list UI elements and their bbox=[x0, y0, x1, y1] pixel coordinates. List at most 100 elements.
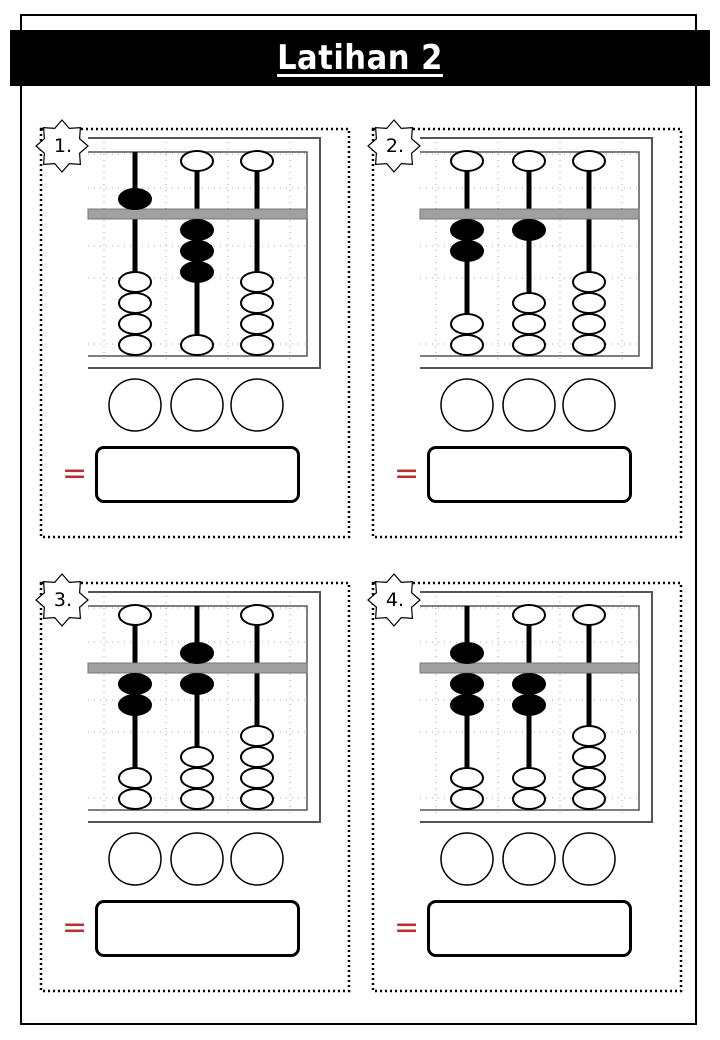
digit-circle bbox=[502, 832, 556, 886]
digit-circle bbox=[562, 378, 616, 432]
lower-bead bbox=[180, 240, 214, 262]
exercise-number: 3. bbox=[53, 589, 73, 611]
abacus-beam bbox=[87, 662, 308, 674]
upper-bead bbox=[180, 642, 214, 664]
answer-box[interactable] bbox=[427, 446, 632, 503]
lower-bead bbox=[450, 240, 484, 262]
star-badge bbox=[367, 119, 421, 173]
upper-bead bbox=[572, 604, 606, 626]
lower-bead bbox=[450, 694, 484, 716]
abacus-beam bbox=[87, 208, 308, 220]
answer-box[interactable] bbox=[427, 900, 632, 957]
lower-bead bbox=[450, 219, 484, 241]
lower-bead bbox=[240, 725, 274, 747]
abacus-figure bbox=[367, 119, 683, 539]
lower-bead bbox=[450, 767, 484, 789]
lower-bead bbox=[572, 334, 606, 356]
lower-bead bbox=[240, 788, 274, 810]
card-border bbox=[371, 581, 683, 993]
card-border bbox=[39, 127, 351, 539]
abacus-frame-outer bbox=[420, 591, 653, 823]
upper-bead bbox=[180, 150, 214, 172]
card-border bbox=[39, 581, 351, 993]
exercise-number: 2. bbox=[385, 135, 405, 157]
lower-bead bbox=[572, 788, 606, 810]
exercise-card-4: 4. = bbox=[367, 573, 683, 993]
upper-bead bbox=[450, 150, 484, 172]
lower-bead bbox=[118, 788, 152, 810]
lower-bead bbox=[118, 694, 152, 716]
upper-bead bbox=[240, 604, 274, 626]
abacus-figure bbox=[367, 573, 683, 993]
digit-circle bbox=[562, 832, 616, 886]
lower-bead bbox=[512, 694, 546, 716]
lower-bead bbox=[572, 746, 606, 768]
lower-bead bbox=[450, 334, 484, 356]
exercise-number: 1. bbox=[53, 135, 73, 157]
lower-bead bbox=[118, 313, 152, 335]
lower-bead bbox=[450, 673, 484, 695]
digit-circle bbox=[440, 378, 494, 432]
lower-bead bbox=[118, 673, 152, 695]
upper-bead bbox=[512, 604, 546, 626]
digit-circle bbox=[230, 378, 284, 432]
abacus-figure bbox=[35, 119, 351, 539]
abacus-figure bbox=[35, 573, 351, 993]
equals-sign: = bbox=[394, 910, 420, 945]
lower-bead bbox=[450, 788, 484, 810]
lower-bead bbox=[512, 788, 546, 810]
lower-bead bbox=[118, 292, 152, 314]
lower-bead bbox=[512, 313, 546, 335]
exercise-number: 4. bbox=[385, 589, 405, 611]
upper-bead bbox=[512, 150, 546, 172]
star-badge bbox=[35, 573, 89, 627]
star-badge bbox=[367, 573, 421, 627]
lower-bead bbox=[512, 219, 546, 241]
answer-box[interactable] bbox=[95, 446, 300, 503]
star-badge bbox=[35, 119, 89, 173]
lower-bead bbox=[180, 788, 214, 810]
lower-bead bbox=[512, 673, 546, 695]
lower-bead bbox=[180, 767, 214, 789]
lower-bead bbox=[512, 334, 546, 356]
title-bar: Latihan 2 bbox=[10, 30, 710, 86]
digit-circle bbox=[440, 832, 494, 886]
upper-bead bbox=[572, 150, 606, 172]
answer-box[interactable] bbox=[95, 900, 300, 957]
equals-sign: = bbox=[62, 456, 88, 491]
equals-sign: = bbox=[62, 910, 88, 945]
lower-bead bbox=[572, 767, 606, 789]
exercise-card-3: 3. = bbox=[35, 573, 351, 993]
lower-bead bbox=[180, 746, 214, 768]
upper-bead bbox=[450, 642, 484, 664]
lower-bead bbox=[572, 271, 606, 293]
lower-bead bbox=[450, 313, 484, 335]
lower-bead bbox=[240, 271, 274, 293]
lower-bead bbox=[240, 313, 274, 335]
card-border bbox=[371, 127, 683, 539]
lower-bead bbox=[180, 673, 214, 695]
exercise-card-2: 2. = bbox=[367, 119, 683, 539]
lower-bead bbox=[512, 292, 546, 314]
lower-bead bbox=[512, 767, 546, 789]
abacus-frame-outer bbox=[420, 137, 653, 369]
lower-bead bbox=[180, 334, 214, 356]
lower-bead bbox=[572, 313, 606, 335]
lower-bead bbox=[118, 271, 152, 293]
abacus-beam bbox=[419, 662, 640, 674]
digit-circle bbox=[170, 832, 224, 886]
page-title: Latihan 2 bbox=[277, 38, 443, 78]
abacus-beam bbox=[419, 208, 640, 220]
digit-circle bbox=[502, 378, 556, 432]
upper-bead bbox=[118, 188, 152, 210]
abacus-frame-outer bbox=[88, 591, 321, 823]
digit-circle bbox=[108, 378, 162, 432]
upper-bead bbox=[118, 604, 152, 626]
lower-bead bbox=[572, 725, 606, 747]
digit-circle bbox=[230, 832, 284, 886]
lower-bead bbox=[180, 219, 214, 241]
lower-bead bbox=[240, 767, 274, 789]
lower-bead bbox=[118, 767, 152, 789]
page-border bbox=[20, 14, 697, 1025]
lower-bead bbox=[240, 746, 274, 768]
